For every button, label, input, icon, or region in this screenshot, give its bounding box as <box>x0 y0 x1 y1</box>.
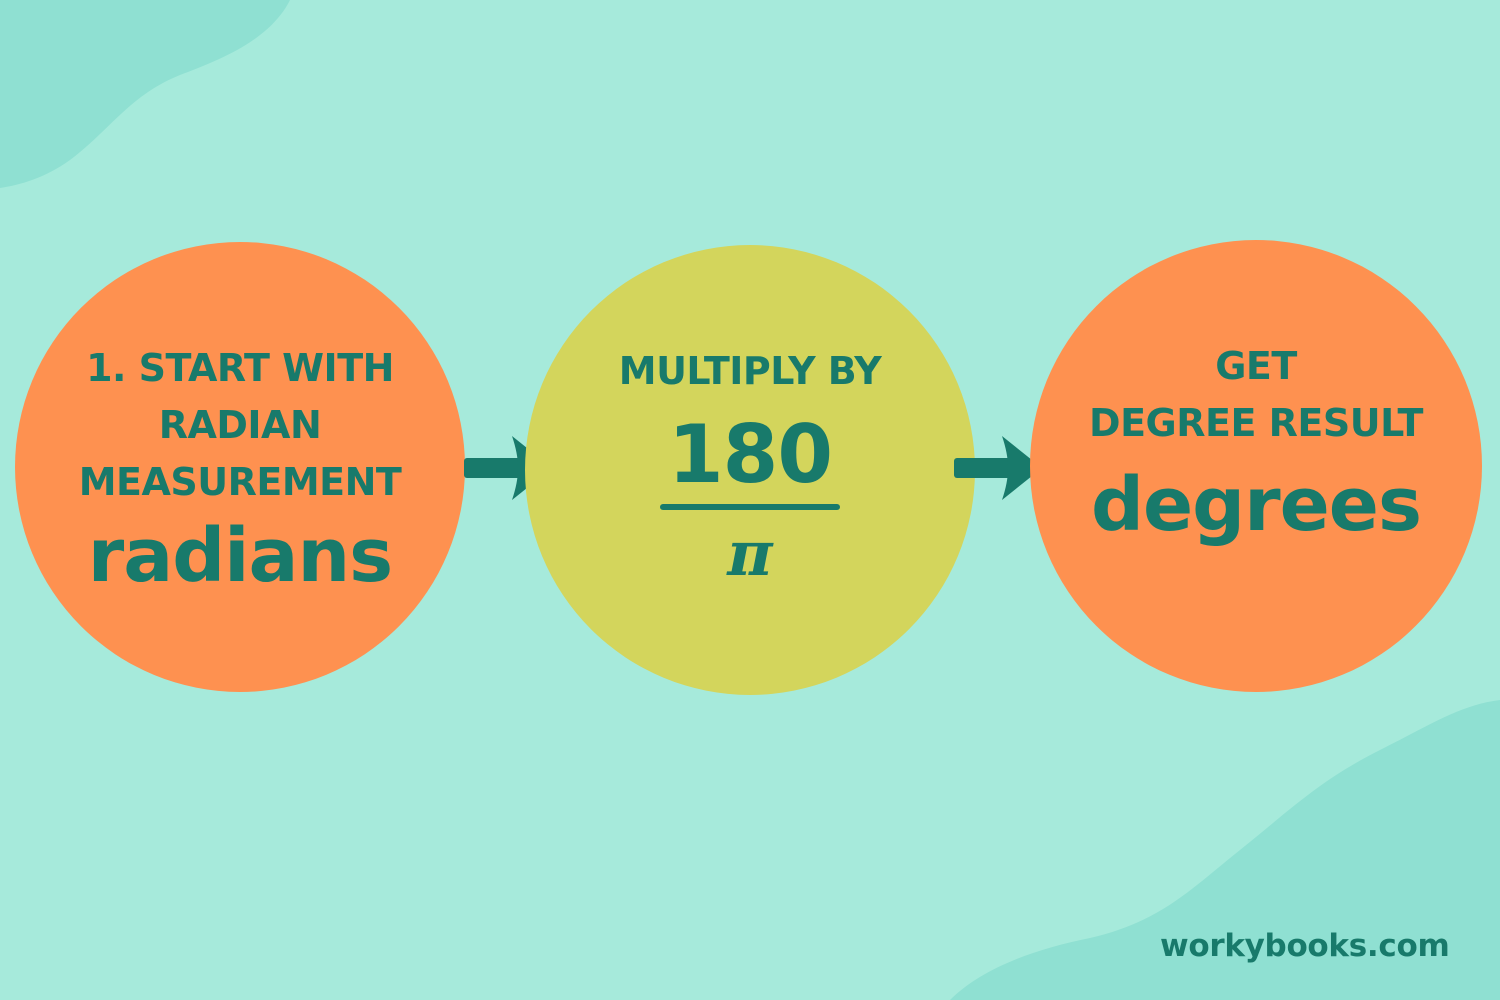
step-3-line-1: GET <box>1215 344 1297 388</box>
step-2-heading: MULTIPLY BY <box>618 349 882 393</box>
step-2-circle: MULTIPLY BY 180 π <box>525 245 975 695</box>
step-3-word: degrees <box>1090 462 1422 548</box>
site-watermark: workybooks.com <box>1160 928 1450 964</box>
background-blob-bottom-right <box>950 700 1500 1000</box>
step-3-line-2: DEGREE RESULT <box>1089 401 1423 445</box>
background-blob-top-left <box>0 0 290 188</box>
step-1-line-3: MEASUREMENT <box>78 460 402 504</box>
arrow-right-icon <box>954 436 1042 500</box>
step-1-line-2: RADIAN <box>158 403 322 447</box>
step-1-word: radians <box>87 513 393 599</box>
step-1-heading: 1. START WITH RADIAN MEASUREMENT <box>79 340 402 511</box>
fraction-numerator: 180 <box>668 408 833 501</box>
step-1-line-1: 1. START WITH <box>86 346 394 390</box>
step-3-circle: GET DEGREE RESULT degrees <box>1030 240 1482 692</box>
step-1-circle: 1. START WITH RADIAN MEASUREMENT radians <box>15 242 465 692</box>
fraction-denominator: π <box>727 517 773 590</box>
step-3-heading: GET DEGREE RESULT <box>1089 338 1423 452</box>
fraction-bar <box>660 504 840 510</box>
